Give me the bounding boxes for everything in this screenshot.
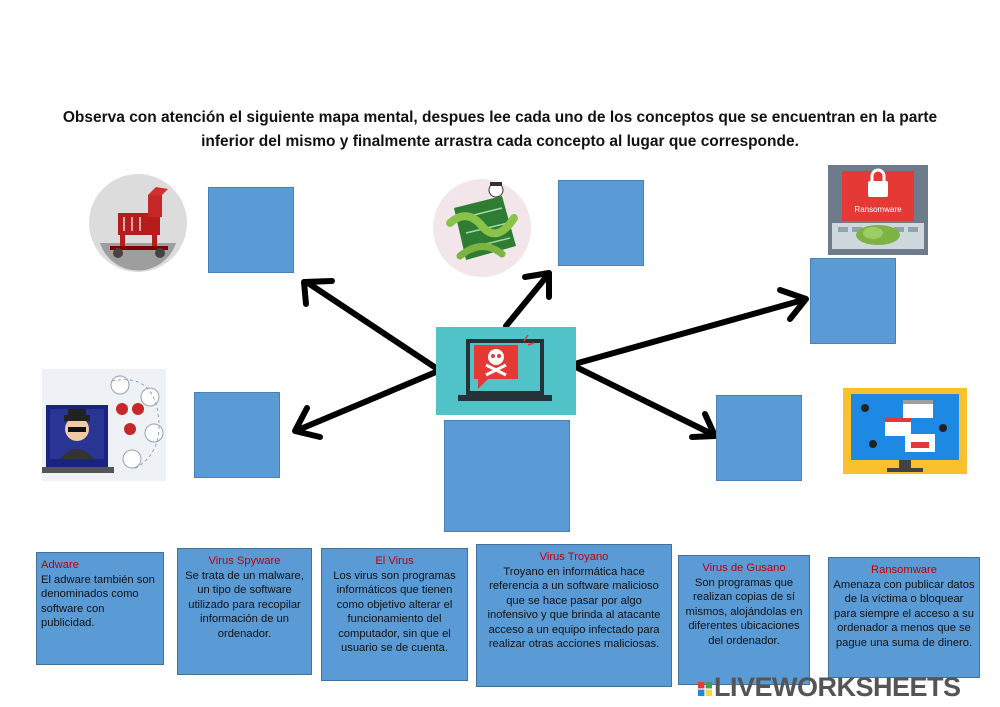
- drop-zone-adware[interactable]: [716, 395, 802, 481]
- liveworksheets-logo-icon: [698, 681, 712, 696]
- drop-zone-ransomware[interactable]: [810, 258, 896, 344]
- liveworksheets-logo: LIVEWORKSHEETS: [698, 672, 961, 703]
- arrow-to-spyware: [295, 369, 439, 433]
- arrow-to-trojan: [305, 280, 439, 371]
- brand-text: LIVEWORKSHEETS: [714, 672, 961, 702]
- svg-text:Ransomware: Ransomware: [854, 205, 902, 214]
- card-title: Adware: [41, 559, 79, 571]
- concept-card-worm[interactable]: Virus de Gusano Son programas que realiz…: [678, 555, 810, 685]
- card-title: Virus de Gusano: [702, 562, 786, 574]
- arrow-to-adware: [575, 365, 715, 437]
- card-title: Ransomware: [871, 564, 937, 576]
- card-body: Los virus son programas informáticos que…: [333, 569, 456, 655]
- spy-hacker-icon: [42, 369, 166, 486]
- concept-card-spyware[interactable]: Virus Spyware Se trata de un malware, un…: [177, 548, 312, 675]
- arrow-to-worm: [503, 273, 550, 329]
- drop-zone-worm[interactable]: [558, 180, 644, 266]
- arrow-to-ransomware: [575, 297, 806, 366]
- ransomware-laptop-icon: Ransomware: [828, 165, 928, 260]
- concept-card-trojan[interactable]: Virus Troyano Troyano en informática hac…: [476, 544, 672, 687]
- card-body: Son programas que realizan copias de sí …: [685, 576, 803, 647]
- instructions-text: Observa con atención el siguiente mapa m…: [62, 109, 938, 150]
- concept-card-adware[interactable]: Adware El adware también son denominados…: [36, 552, 164, 665]
- drop-zone-virus[interactable]: [444, 420, 570, 532]
- card-body: Amenaza con publicar datos de la víctima…: [833, 578, 975, 649]
- worm-circuit-icon: [432, 178, 532, 283]
- card-title: Virus Spyware: [208, 555, 281, 567]
- malware-skull-laptop-icon: [436, 327, 576, 420]
- card-title: El Virus: [375, 555, 414, 567]
- drop-zone-trojan[interactable]: [208, 187, 294, 273]
- concept-card-virus[interactable]: El Virus Los virus son programas informá…: [321, 548, 468, 681]
- card-body: Se trata de un malware, un tipo de softw…: [185, 569, 304, 640]
- trojan-horse-icon: [88, 173, 188, 278]
- concept-card-ransomware[interactable]: Ransomware Amenaza con publicar datos de…: [828, 557, 980, 678]
- card-body: El adware también son denominados como s…: [41, 573, 155, 630]
- card-title: Virus Troyano: [539, 551, 609, 563]
- card-body: Troyano en informática hace referencia a…: [487, 565, 661, 651]
- adware-popups-monitor-icon: [843, 388, 967, 479]
- drop-zone-spyware[interactable]: [194, 392, 280, 478]
